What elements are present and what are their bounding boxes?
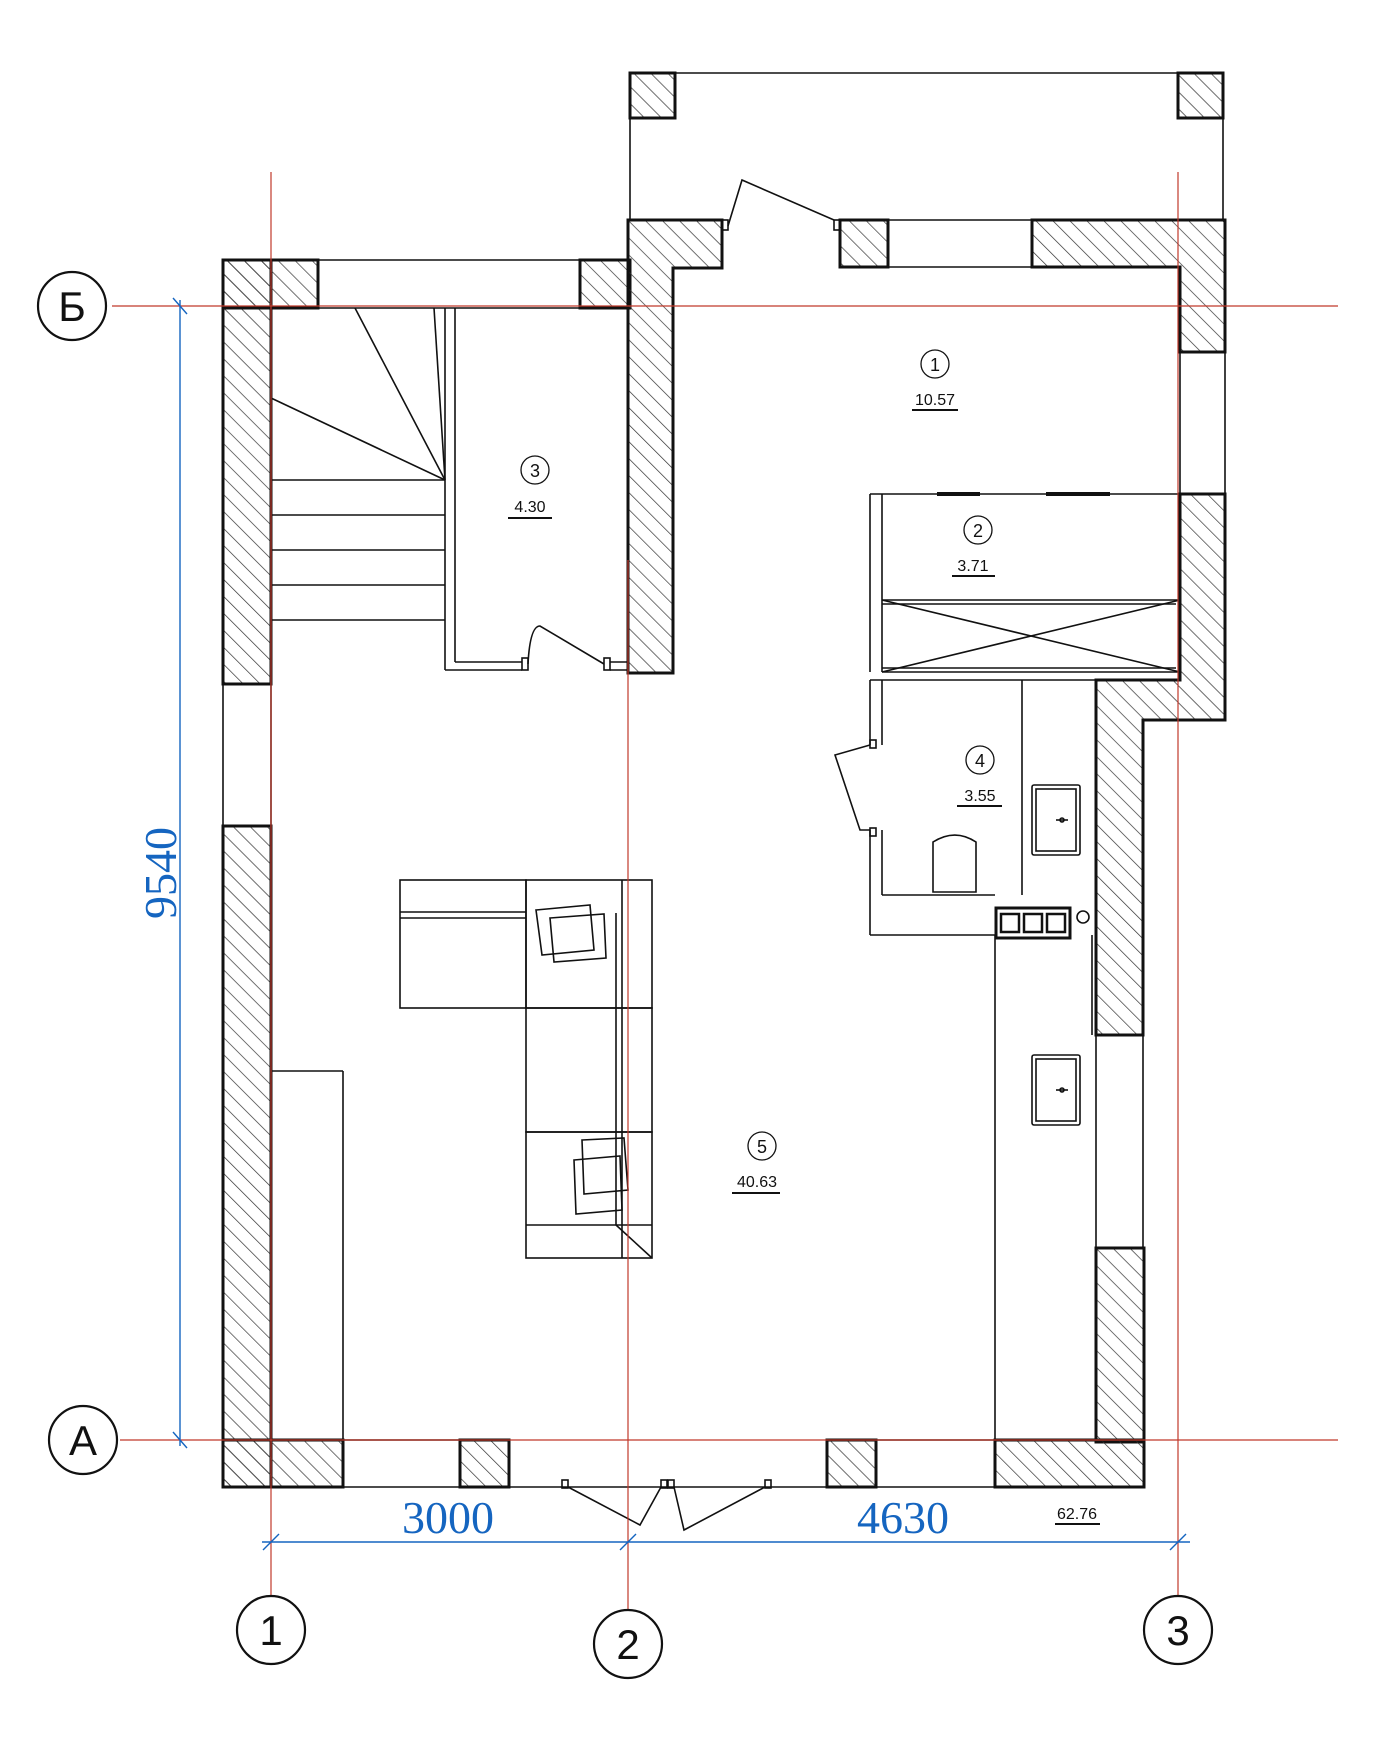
- axis-marker-3: 3: [1142, 1594, 1214, 1666]
- axis-label-a: А: [69, 1417, 97, 1464]
- walls: [221, 71, 1227, 1489]
- dimension-vertical: 9540: [135, 827, 186, 919]
- wall-bottom-right: [993, 1438, 1146, 1489]
- room-number-1: 1: [930, 355, 940, 375]
- room-area-2: 3.71: [957, 558, 988, 575]
- axis-lines: [112, 172, 1338, 1610]
- axis-marker-1: 1: [235, 1594, 307, 1666]
- wall-bottom-pier-right: [825, 1438, 878, 1489]
- room-area-5: 40.63: [737, 1174, 777, 1191]
- wall-bottom-left: [221, 1438, 345, 1489]
- axis-marker-2: 2: [592, 1608, 664, 1680]
- room-tag-2: 2 3.71: [952, 515, 995, 577]
- dimension-lines: [172, 297, 1190, 1551]
- room-tag-3: 3 4.30: [508, 455, 552, 519]
- room-tag-4: 4 3.55: [957, 745, 1002, 807]
- wall-right-middle: [1094, 492, 1227, 1037]
- outlines: [222, 72, 1226, 1532]
- wall-top-pier: [578, 258, 632, 310]
- room-number-3: 3: [530, 461, 540, 481]
- wall-central: [626, 218, 724, 675]
- room-area-4: 3.55: [964, 788, 995, 805]
- wall-entrance-pier: [838, 218, 890, 269]
- wall-left-upper: [221, 258, 273, 686]
- dimension-right-span: 4630: [857, 1492, 949, 1543]
- room-tag-1: 1 10.57: [912, 349, 958, 411]
- porch-column-right: [1176, 71, 1225, 120]
- room-number-5: 5: [757, 1137, 767, 1157]
- room-number-2: 2: [973, 521, 983, 541]
- wall-left-lower: [221, 824, 273, 1489]
- wall-bottom-pier-left: [458, 1438, 511, 1489]
- axis-label-1: 1: [259, 1607, 282, 1654]
- room-number-4: 4: [975, 751, 985, 771]
- room-tag-5: 5 40.63: [732, 1131, 780, 1194]
- axis-label-3: 3: [1166, 1607, 1189, 1654]
- porch-column-left: [628, 71, 677, 120]
- dimension-left-span: 3000: [402, 1492, 494, 1543]
- wall-top-right: [1030, 218, 1227, 354]
- axis-marker-a: А: [47, 1404, 119, 1476]
- room-area-1: 10.57: [915, 392, 955, 409]
- axis-label-b: Б: [58, 283, 86, 330]
- axis-label-2: 2: [616, 1621, 639, 1668]
- wall-right-lower: [1094, 1246, 1146, 1444]
- total-area: 62.76: [1057, 1506, 1097, 1523]
- axis-marker-b: Б: [36, 270, 108, 342]
- room-area-3: 4.30: [514, 499, 545, 516]
